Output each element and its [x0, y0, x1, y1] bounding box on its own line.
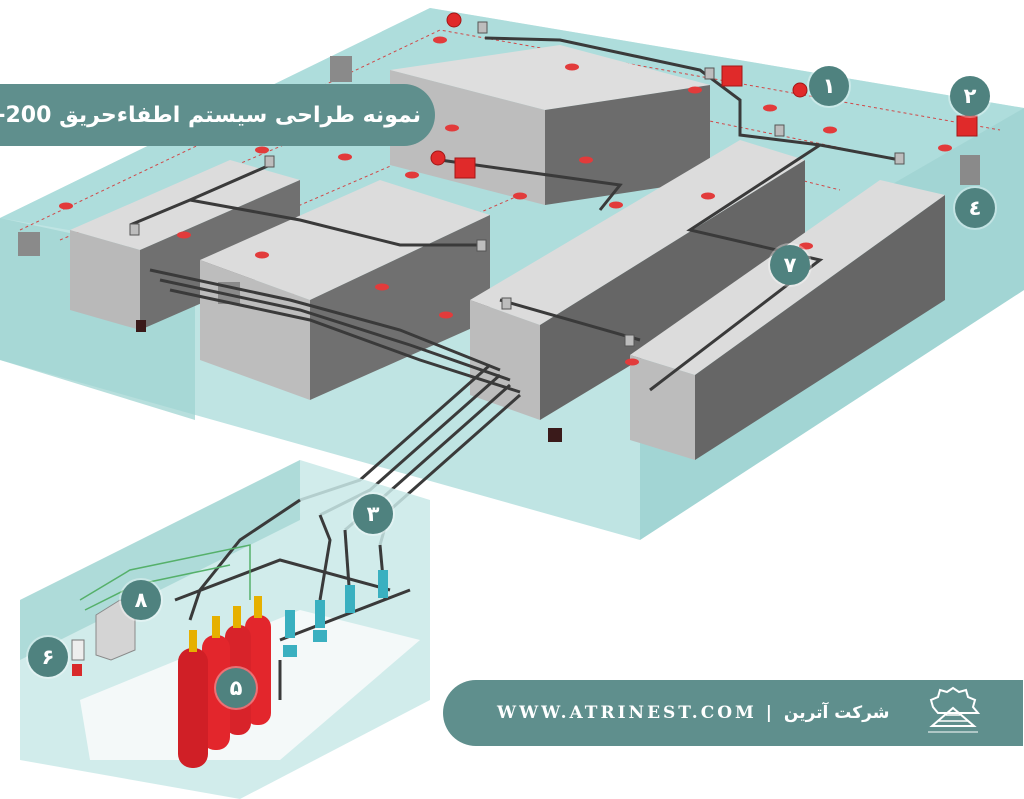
smoke-detectors [59, 36, 952, 366]
door-center [548, 428, 562, 442]
badge-1: ۱ [809, 66, 849, 106]
manual-release-station [71, 639, 85, 661]
valve-units [283, 570, 388, 657]
badge-4: ٤ [955, 188, 995, 228]
alarm-sirens [430, 12, 978, 179]
door-left [136, 320, 146, 332]
basement-back-wall [20, 460, 300, 660]
diagram-title: نمونه طراحی سیستم اطفاءحریق FM-200 [0, 102, 421, 128]
badge-3: ۳ [353, 494, 393, 534]
badge-7: ۷ [770, 245, 810, 285]
company-logo-icon [928, 686, 981, 733]
badge-2: ۲ [950, 76, 990, 116]
footer-separator: | [765, 703, 775, 723]
badge-6: ۶ [28, 637, 68, 677]
badge-5: ۵ [216, 668, 256, 708]
badge-8: ۸ [121, 580, 161, 620]
control-panel [95, 599, 136, 661]
vent-grilles [18, 56, 980, 304]
footer-text: WWW.ATRINEST.COM | شرکت آترین [497, 703, 889, 723]
company-name: شرکت آترین [783, 703, 890, 723]
footer-banner: WWW.ATRINEST.COM | شرکت آترین [443, 680, 1023, 746]
website-link[interactable]: WWW.ATRINEST.COM [497, 703, 757, 723]
abort-switch [72, 664, 82, 676]
discharge-nozzles [129, 21, 905, 347]
cabinet-center-right [470, 140, 805, 420]
title-banner: نمونه طراحی سیستم اطفاءحریق FM-200 [0, 84, 435, 146]
